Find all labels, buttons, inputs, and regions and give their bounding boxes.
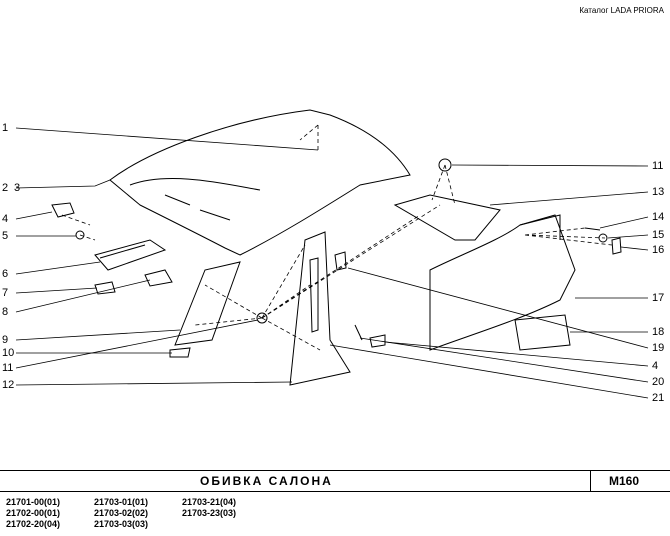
lamp-part bbox=[94, 239, 167, 271]
callout-9: 9 bbox=[2, 334, 9, 346]
callout-12: 12 bbox=[2, 379, 15, 391]
cover-part bbox=[94, 281, 116, 295]
callout-11-left: 11 bbox=[2, 362, 14, 374]
model-code: 21703-02(02) bbox=[94, 508, 149, 518]
headliner-part bbox=[109, 109, 411, 256]
model-code: 21703-21(04) bbox=[182, 497, 237, 507]
callout-21: 21 bbox=[652, 392, 665, 404]
callout-16: 16 bbox=[652, 244, 665, 256]
callout-4: 4 bbox=[2, 213, 9, 225]
clip-part bbox=[144, 269, 173, 287]
cap-part-4 bbox=[369, 334, 386, 348]
callout-8: 8 bbox=[2, 306, 9, 318]
model-code: 21701-00(01) bbox=[6, 497, 61, 507]
footer-panel: ОБИВКА САЛОНА M160 21701-00(01) 21703-01… bbox=[0, 470, 670, 536]
code-cell: M160 bbox=[590, 471, 670, 491]
callout-11-right: 11 bbox=[652, 160, 664, 172]
b-pillar-trim bbox=[289, 231, 351, 386]
a-pillar-trim bbox=[174, 261, 241, 346]
callout-15: 15 bbox=[652, 229, 665, 241]
section-title: ОБИВКА САЛОНА bbox=[200, 474, 333, 488]
handle-part bbox=[51, 202, 75, 218]
c-pillar-trim bbox=[393, 194, 501, 241]
callout-20: 20 bbox=[652, 376, 665, 388]
screw-part-19 bbox=[354, 324, 363, 341]
callout-7: 7 bbox=[2, 287, 9, 299]
plug-part bbox=[169, 347, 191, 358]
clip-16 bbox=[611, 237, 622, 255]
callout-10: 10 bbox=[2, 347, 15, 359]
guide-part bbox=[334, 251, 347, 271]
callout-3: 3 bbox=[14, 182, 21, 194]
screw-14 bbox=[584, 227, 601, 231]
callout-17: 17 bbox=[652, 292, 665, 304]
callout-1: 1 bbox=[2, 122, 9, 134]
callout-18: 18 bbox=[652, 326, 665, 338]
interior-trim-diagram bbox=[15, 109, 649, 399]
model-code: 21703-01(01) bbox=[94, 497, 149, 507]
callout-13: 13 bbox=[652, 186, 665, 198]
callout-5: 5 bbox=[2, 230, 9, 242]
model-code: 21702-20(04) bbox=[6, 519, 61, 529]
title-row: ОБИВКА САЛОНА M160 bbox=[0, 471, 670, 492]
catalog-label: Каталог LADA PRIORA bbox=[579, 6, 664, 15]
clip-11-right bbox=[438, 158, 452, 172]
callout-2: 2 bbox=[2, 182, 9, 194]
callout-19: 19 bbox=[652, 342, 665, 354]
luggage-side-trim bbox=[429, 214, 576, 351]
clip-11-center bbox=[256, 312, 268, 324]
storage-box bbox=[514, 314, 571, 351]
section-code: M160 bbox=[609, 474, 640, 488]
callout-4-right: 4 bbox=[652, 360, 659, 372]
model-code: 21703-23(03) bbox=[182, 508, 237, 518]
model-code: 21703-03(03) bbox=[94, 519, 149, 529]
nut-15 bbox=[598, 233, 608, 243]
callout-6: 6 bbox=[2, 268, 9, 280]
model-code: 21702-00(01) bbox=[6, 508, 61, 518]
callout-14: 14 bbox=[652, 211, 665, 223]
